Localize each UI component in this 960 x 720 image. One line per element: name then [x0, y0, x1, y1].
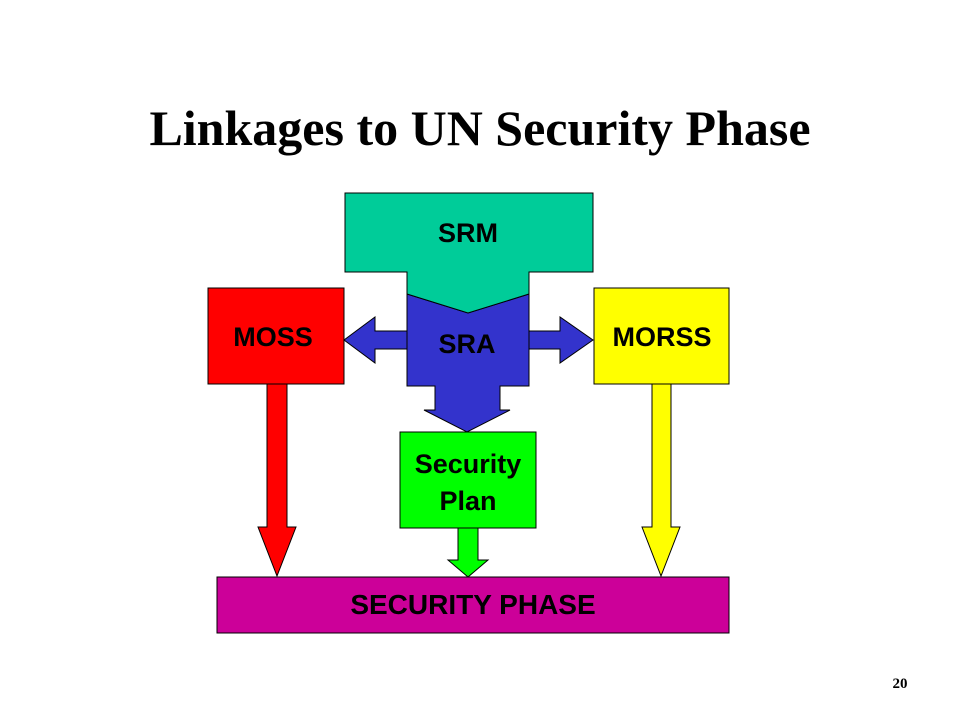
morss-box	[593, 287, 730, 385]
moss-to-phase-arrow	[257, 383, 297, 578]
moss-label: MOSS	[233, 322, 313, 352]
slide-title: Linkages to UN Security Phase	[149, 100, 811, 156]
page-number: 20	[892, 676, 908, 692]
morss-label: MORSS	[612, 322, 711, 352]
security-phase-box	[216, 576, 730, 634]
security-plan-label-line1: Security	[415, 449, 522, 479]
security-phase-label: SECURITY PHASE	[350, 589, 595, 620]
plan-to-phase-arrow	[446, 527, 490, 578]
moss-box	[207, 287, 345, 385]
sra-label: SRA	[438, 329, 495, 359]
srm-box	[344, 192, 594, 314]
srm-label: SRM	[438, 218, 498, 248]
security-plan-label-line2: Plan	[439, 486, 496, 516]
morss-to-phase-arrow	[641, 383, 681, 578]
sra-box	[406, 293, 530, 433]
security-plan-box	[399, 431, 537, 529]
